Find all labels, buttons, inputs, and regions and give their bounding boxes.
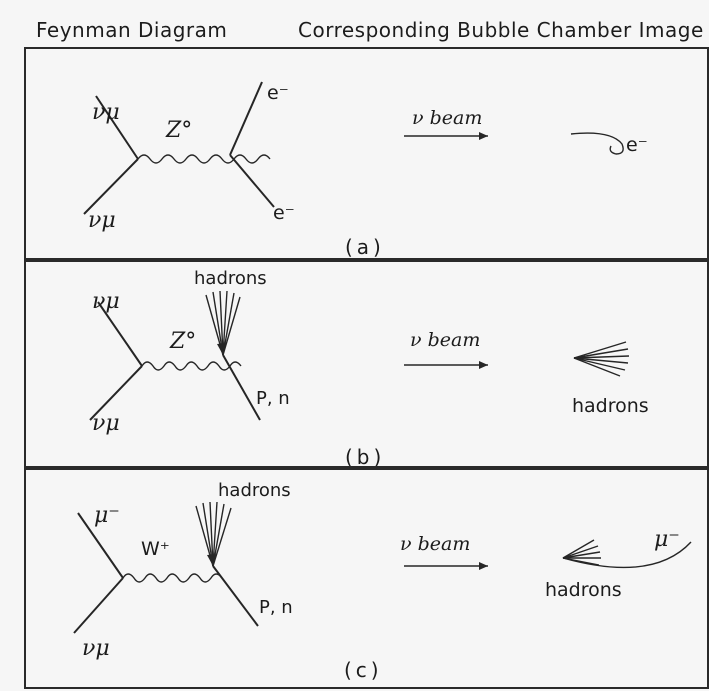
outgoing-nucleon-line [222,354,261,421]
label-boson: W⁺ [141,538,170,560]
beam-label: ν beam [410,329,480,351]
image-electron-label: e⁻ [626,134,648,156]
muon-track [562,541,692,569]
label-nucleon: P, n [256,388,290,409]
incoming-neutrino-top-line [97,301,143,367]
label-outgoing-bottom: e⁻ [273,202,295,224]
label-incoming-top: νμ [92,289,120,314]
label-nucleon: P, n [259,597,293,618]
incoming-neutrino-top-line [95,95,139,160]
label-incoming-bottom: νμ [82,636,110,661]
incoming-muon-line [77,512,124,579]
label-outgoing-top: e⁻ [267,82,289,104]
bubble-chamber-heading: Corresponding Bubble Chamber Image [298,18,704,42]
w-boson-wavy-line [122,573,223,583]
vertex-marker [217,343,226,355]
z-boson-wavy-line [141,361,242,371]
panel-c-drawing: μ⁻ νμ W⁺ hadrons P, n ν beam μ⁻ hadrons … [73,480,692,682]
image-hadrons-label: hadrons [545,579,622,601]
feynman-diagram-heading: Feynman Diagram [36,18,228,42]
outgoing-nucleon-line [212,565,259,627]
outgoing-electron-bottom-line [229,154,275,208]
panel-tag-b: (b) [345,445,385,469]
vertex-marker [207,554,216,566]
incoming-neutrino-bottom-line [83,158,139,215]
label-boson: Z° [169,329,196,354]
panel-b-drawing: νμ νμ Z° hadrons P, n ν beam hadrons (b) [89,268,649,469]
label-boson: Z° [165,118,192,143]
panel-a-drawing: νμ νμ Z° e⁻ e⁻ ν beam e⁻ (a) [83,81,648,259]
incoming-neutrino-bottom-line [89,365,143,421]
beam-label: ν beam [400,533,470,555]
image-hadrons-label: hadrons [572,395,649,417]
panel-tag-a: (a) [345,235,385,259]
label-incoming-bottom: νμ [92,411,120,436]
hadron-shower-tracks [573,341,630,377]
beam-label: ν beam [412,107,482,129]
label-hadrons: hadrons [218,480,291,501]
outgoing-electron-top-line [229,81,263,156]
image-muon-label: μ⁻ [654,527,680,552]
panel-a: νμ νμ Z° e⁻ e⁻ ν beam e⁻ (a) [24,47,709,262]
panel-c: μ⁻ νμ W⁺ hadrons P, n ν beam μ⁻ hadrons … [24,466,709,689]
label-hadrons: hadrons [194,268,267,289]
panel-b: νμ νμ Z° hadrons P, n ν beam hadrons (b) [24,258,709,470]
beam-arrow-head [479,132,488,140]
beam-arrow-head [479,361,488,369]
beam-arrow-head [479,562,488,570]
hadron-shower-tracks [562,539,601,566]
label-incoming-bottom: νμ [88,208,116,233]
electron-track [570,132,624,155]
panel-tag-c: (c) [344,658,383,682]
label-incoming-top: νμ [92,100,120,125]
z-boson-wavy-line [137,154,271,164]
incoming-neutrino-line [73,577,124,634]
label-incoming-top: μ⁻ [94,503,120,528]
